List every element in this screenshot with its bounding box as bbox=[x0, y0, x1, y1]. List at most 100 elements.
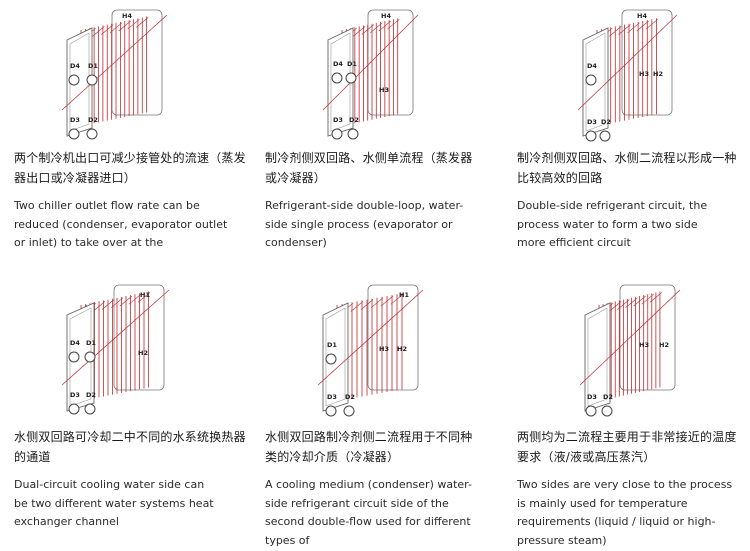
port-label: D3 bbox=[587, 118, 597, 126]
port-circle bbox=[68, 74, 80, 86]
port-circle bbox=[331, 128, 343, 140]
back-plate bbox=[113, 284, 165, 391]
port-circle bbox=[585, 74, 597, 86]
port-label: D2 bbox=[88, 116, 98, 124]
plate-edge bbox=[110, 297, 124, 309]
back-plate bbox=[111, 9, 163, 116]
plate-edge bbox=[370, 297, 384, 309]
front-plate-inner bbox=[69, 32, 90, 132]
port-circle bbox=[325, 405, 337, 417]
plate-edge bbox=[127, 18, 140, 30]
port-label: H4 bbox=[381, 12, 391, 20]
port-circle bbox=[585, 405, 597, 417]
port-circle bbox=[68, 351, 80, 363]
port-label: D2 bbox=[345, 393, 355, 401]
port-label: D4 bbox=[587, 62, 597, 70]
port-label: H4 bbox=[637, 12, 647, 20]
plate-edge bbox=[92, 26, 105, 37]
back-plate bbox=[367, 284, 419, 391]
port-label: H3 bbox=[379, 86, 389, 94]
port-label: D4 bbox=[70, 62, 80, 70]
plate-edge bbox=[645, 18, 659, 30]
description-zh-6: 两侧均为二流程主要用于非常接近的温度要求（液/液或高压蒸汽） bbox=[517, 430, 737, 464]
plate-edge bbox=[109, 22, 123, 34]
plate-edge bbox=[352, 26, 366, 37]
flow-line bbox=[61, 14, 168, 111]
description-zh-3: 制冷剂侧双回路、水侧二流程以形成一种比较高效的回路 bbox=[517, 151, 737, 185]
port-label: D3 bbox=[70, 391, 80, 399]
port-label: H2 bbox=[397, 345, 407, 353]
plate-edge bbox=[136, 17, 149, 28]
plate-edge bbox=[350, 301, 364, 312]
port-label: D1 bbox=[327, 341, 337, 349]
flow-line bbox=[61, 289, 170, 386]
plate-edge bbox=[118, 20, 131, 32]
port-label: D3 bbox=[333, 116, 343, 124]
port-label: D3 bbox=[587, 393, 597, 401]
plate-edge bbox=[627, 22, 640, 34]
description-zh-5: 水侧双回路制冷剂侧二流程用于不同种类的冷却介质（冷凝器） bbox=[265, 430, 473, 464]
plate-edge bbox=[101, 299, 115, 310]
port-circle bbox=[599, 130, 611, 142]
plate-edge bbox=[636, 20, 649, 32]
plate-edge bbox=[618, 24, 631, 35]
port-circle bbox=[585, 130, 597, 142]
port-label: H2 bbox=[138, 349, 148, 357]
description-en-4: Dual-circuit cooling water side can be t… bbox=[14, 478, 214, 528]
plate-edge bbox=[609, 26, 622, 37]
port-label: H3 bbox=[639, 70, 649, 78]
description-en-3: Double-side refrigerant circuit, the pro… bbox=[517, 199, 708, 249]
port-circle bbox=[84, 403, 96, 415]
plate-edge bbox=[387, 18, 400, 30]
plate-edge bbox=[633, 295, 646, 307]
plate-edge bbox=[390, 293, 404, 305]
port-circle bbox=[345, 72, 357, 84]
port-label: D3 bbox=[327, 393, 337, 401]
plate-edge bbox=[360, 299, 374, 310]
back-plate bbox=[367, 9, 414, 116]
port-circle bbox=[68, 403, 80, 415]
description-en-2: Refrigerant-side double-loop, water-side… bbox=[265, 199, 464, 249]
port-label: H1 bbox=[140, 291, 150, 299]
plate-edge bbox=[128, 293, 142, 305]
plate-edge bbox=[609, 301, 622, 312]
front-plate-inner bbox=[69, 307, 92, 407]
plate-edge bbox=[649, 292, 663, 303]
port-circle bbox=[347, 128, 359, 140]
port-label: H3 bbox=[639, 341, 649, 349]
port-circle bbox=[331, 72, 343, 84]
front-plate bbox=[66, 27, 93, 137]
port-circle bbox=[68, 128, 80, 140]
flow-line bbox=[322, 14, 419, 111]
description-en-6: Two sides are very close to the process … bbox=[517, 478, 733, 547]
front-plate bbox=[66, 302, 95, 412]
port-label: D2 bbox=[601, 118, 611, 126]
description-en-5: A cooling medium (condenser) water-side … bbox=[265, 478, 472, 547]
flow-line bbox=[317, 289, 424, 386]
port-circle bbox=[601, 405, 613, 417]
flow-line bbox=[577, 14, 678, 111]
description-en-1: Two chiller outlet flow rate can be redu… bbox=[14, 199, 228, 249]
port-label: D2 bbox=[349, 116, 359, 124]
port-label: H3 bbox=[379, 345, 389, 353]
port-label: H2 bbox=[653, 70, 663, 78]
front-plate-inner bbox=[325, 307, 346, 407]
plate-edge bbox=[361, 24, 374, 35]
port-label: D4 bbox=[70, 339, 80, 347]
port-label: D2 bbox=[86, 391, 96, 399]
port-label: H2 bbox=[659, 341, 669, 349]
plate-edge bbox=[641, 293, 654, 305]
front-plate bbox=[584, 302, 611, 412]
plate-edge bbox=[625, 297, 638, 309]
port-label: D3 bbox=[70, 116, 80, 124]
